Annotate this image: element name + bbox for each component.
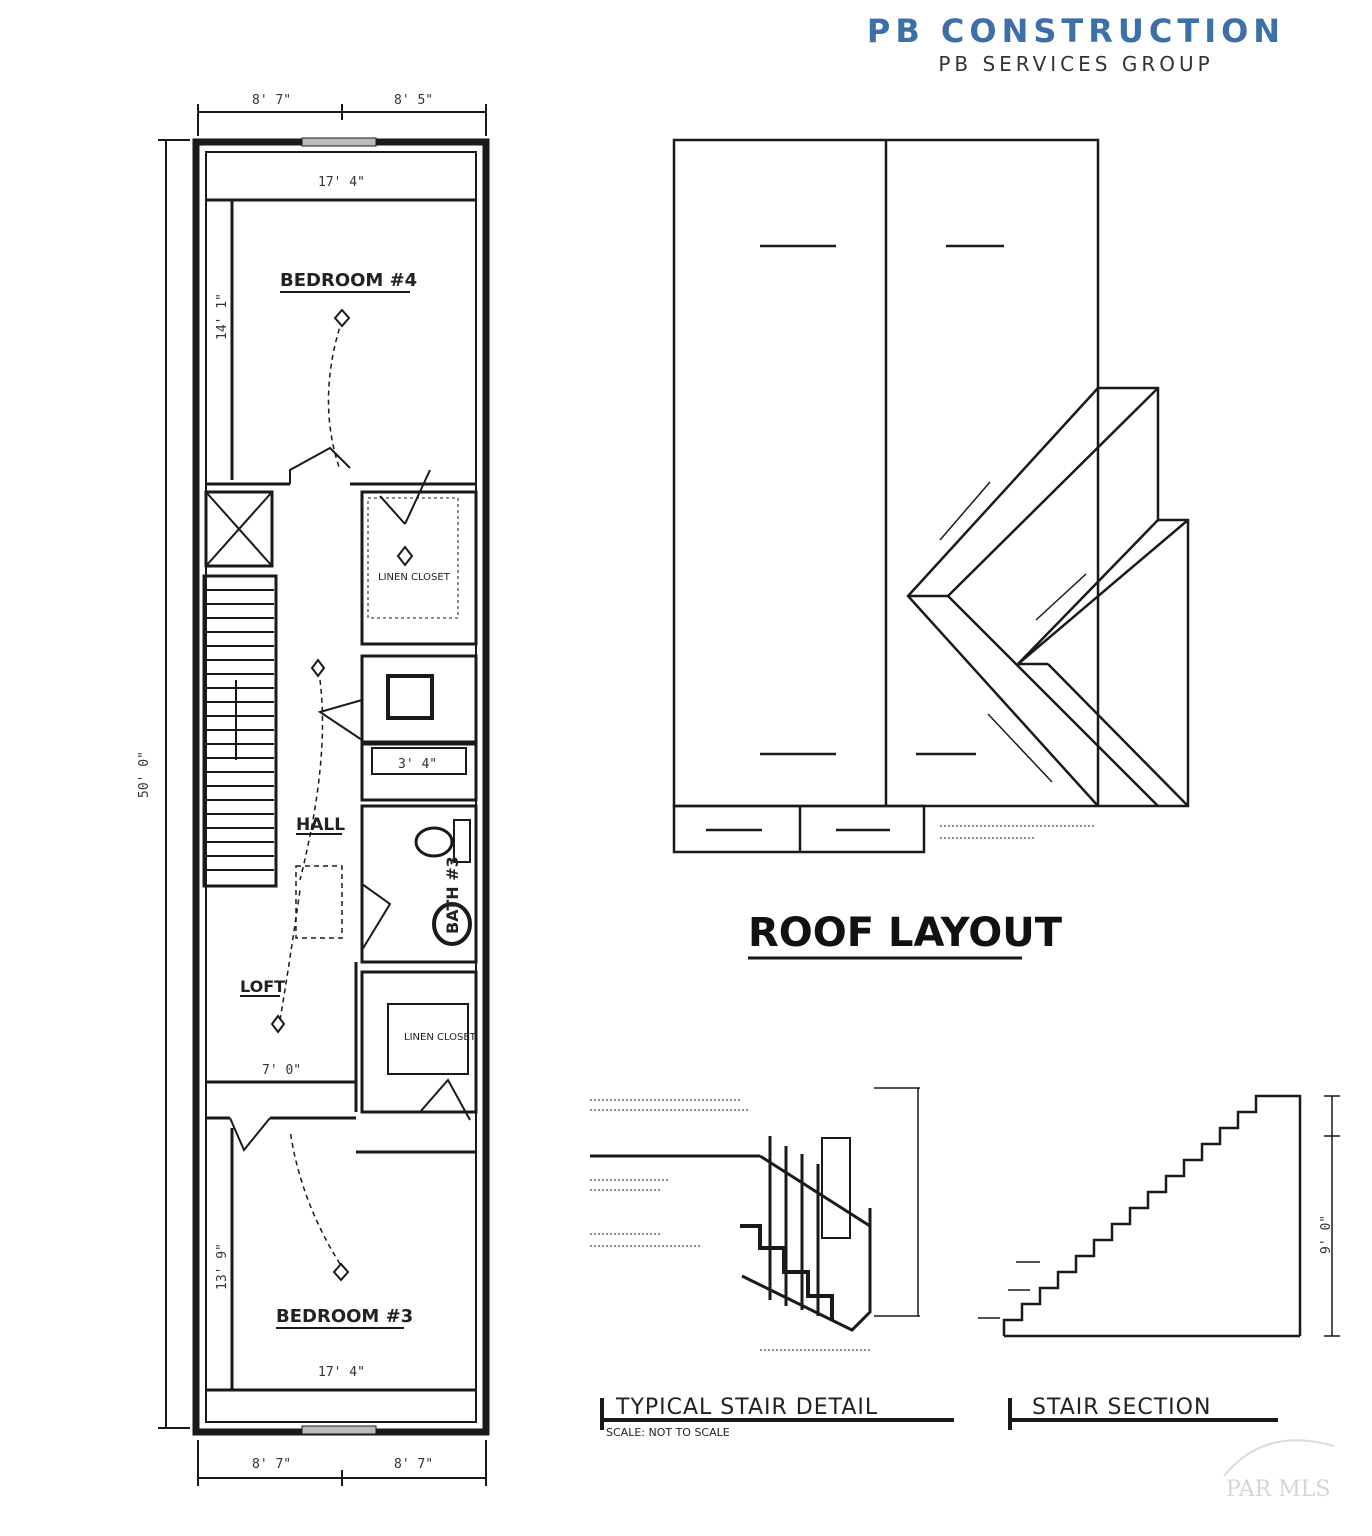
- stair-detail-title: TYPICAL STAIR DETAIL: [615, 1395, 878, 1420]
- water-heater: [386, 674, 434, 720]
- window-top: [301, 137, 377, 147]
- window-bottom: [301, 1425, 377, 1435]
- stair-section: [978, 1094, 1340, 1338]
- bedroom-4-label: BEDROOM #4: [280, 270, 417, 291]
- mls-watermark: PAR MLS: [1223, 1439, 1335, 1502]
- stair-section-title: STAIR SECTION: [1032, 1395, 1211, 1420]
- dim-bedroom-3-depth: 13' 9": [215, 1243, 230, 1290]
- staircase: [202, 574, 278, 888]
- bedroom-3-walls: [206, 1116, 476, 1392]
- dim-overall-depth: 50' 0": [137, 751, 152, 798]
- brand-header: PB CONSTRUCTION PB SERVICES GROUP: [816, 12, 1336, 76]
- stair-detail-scale: SCALE: NOT TO SCALE: [606, 1426, 730, 1439]
- bottom-dimension: [197, 1440, 487, 1486]
- dim-bedroom-4-width: 17' 4": [318, 175, 365, 190]
- dim-bottom-left: 8' 7": [252, 1457, 291, 1472]
- chase: [204, 490, 274, 568]
- mech-room: [360, 654, 478, 744]
- roof-layout-title: ROOF LAYOUT: [748, 910, 1063, 956]
- toilet: [414, 826, 454, 858]
- top-dimension: [197, 104, 487, 136]
- linen-closet-lower: [360, 970, 478, 1114]
- linen-closet-upper-label: LINEN CLOSET: [378, 572, 451, 583]
- bath-3-label: BATH #3: [443, 856, 462, 934]
- dim-closet-a: 3' 4": [398, 757, 437, 772]
- sink: [432, 902, 472, 946]
- side-dimension: [158, 139, 190, 1429]
- dim-bottom-right: 8' 7": [394, 1457, 433, 1472]
- closet-a: [360, 742, 478, 802]
- floor-plan: 8' 7" 8' 5" 8' 7" 8' 7" 50' 0" 17': [137, 93, 490, 1486]
- dim-bedroom-3-width: 17' 4": [318, 1365, 365, 1380]
- brand-subtitle: PB SERVICES GROUP: [938, 52, 1214, 76]
- bedroom-4-walls: [206, 198, 476, 486]
- watermark-swoosh-icon: [1223, 1439, 1335, 1477]
- bedroom-3-label: BEDROOM #3: [276, 1306, 413, 1327]
- dim-top-right: 8' 5": [394, 93, 433, 108]
- hall-label: HALL: [296, 815, 345, 835]
- watermark-text: PAR MLS: [1226, 1477, 1330, 1502]
- roof-layout: [672, 138, 1190, 854]
- linen-closet-upper: [360, 490, 478, 646]
- dim-bedroom-4-depth: 14' 1": [215, 293, 230, 340]
- dim-top-left: 8' 7": [252, 93, 291, 108]
- loft-label: LOFT: [240, 977, 285, 996]
- stair-section-height: 9' 0": [1319, 1215, 1334, 1254]
- dim-loft: 7' 0": [262, 1063, 301, 1078]
- stair-detail: [590, 1087, 920, 1351]
- linen-closet-lower-label: LINEN CLOSET: [404, 1032, 477, 1043]
- brand-title: PB CONSTRUCTION: [866, 12, 1286, 50]
